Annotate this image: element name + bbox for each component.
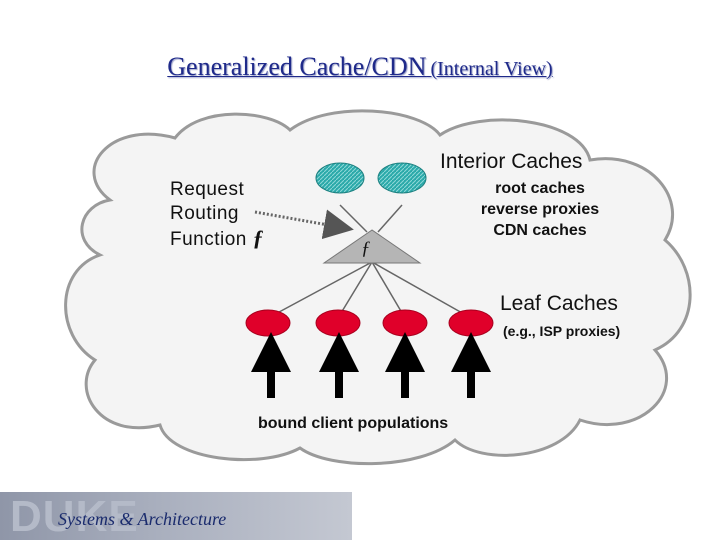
leaf-caches-example: (e.g., ISP proxies) <box>503 323 621 339</box>
cloud-shape <box>64 109 692 466</box>
request-routing-label: Request Routing Function ƒ <box>170 178 264 252</box>
leaf-caches-label: Leaf Caches <box>500 292 618 315</box>
leaf-cache-node <box>245 309 291 337</box>
page-title: Generalized Cache/CDN (Internal View) <box>0 52 720 82</box>
leaf-cache-node <box>315 309 361 337</box>
router-function-label: ƒ <box>361 238 371 259</box>
routing-arrow <box>254 209 354 240</box>
footer-banner: DUKE Systems & Architecture <box>0 492 352 541</box>
interior-item: CDN caches <box>493 222 587 239</box>
request-routing-line3: Function <box>170 229 247 250</box>
function-symbol: ƒ <box>252 225 265 250</box>
duke-logo: DUKE <box>10 492 139 541</box>
request-routing-line1: Request <box>170 179 245 200</box>
title-main: Generalized Cache/CDN <box>167 52 427 81</box>
interior-cache-node <box>315 162 365 194</box>
interior-caches-label: Interior Caches <box>440 150 583 173</box>
client-arrows <box>251 332 491 398</box>
interior-cache-node <box>377 162 427 194</box>
router-triangle <box>322 229 422 264</box>
request-routing-line2: Routing <box>170 203 239 224</box>
interior-caches-list: root caches reverse proxies CDN caches <box>440 178 640 241</box>
interior-item: root caches <box>495 180 585 197</box>
leaf-cache-node <box>382 309 428 337</box>
footer-subtitle: Systems & Architecture <box>58 509 227 529</box>
title-sub: (Internal View) <box>430 58 553 80</box>
interior-item: reverse proxies <box>480 201 600 218</box>
leaf-cache-node <box>448 309 494 337</box>
client-populations-label: bound client populations <box>258 415 449 432</box>
